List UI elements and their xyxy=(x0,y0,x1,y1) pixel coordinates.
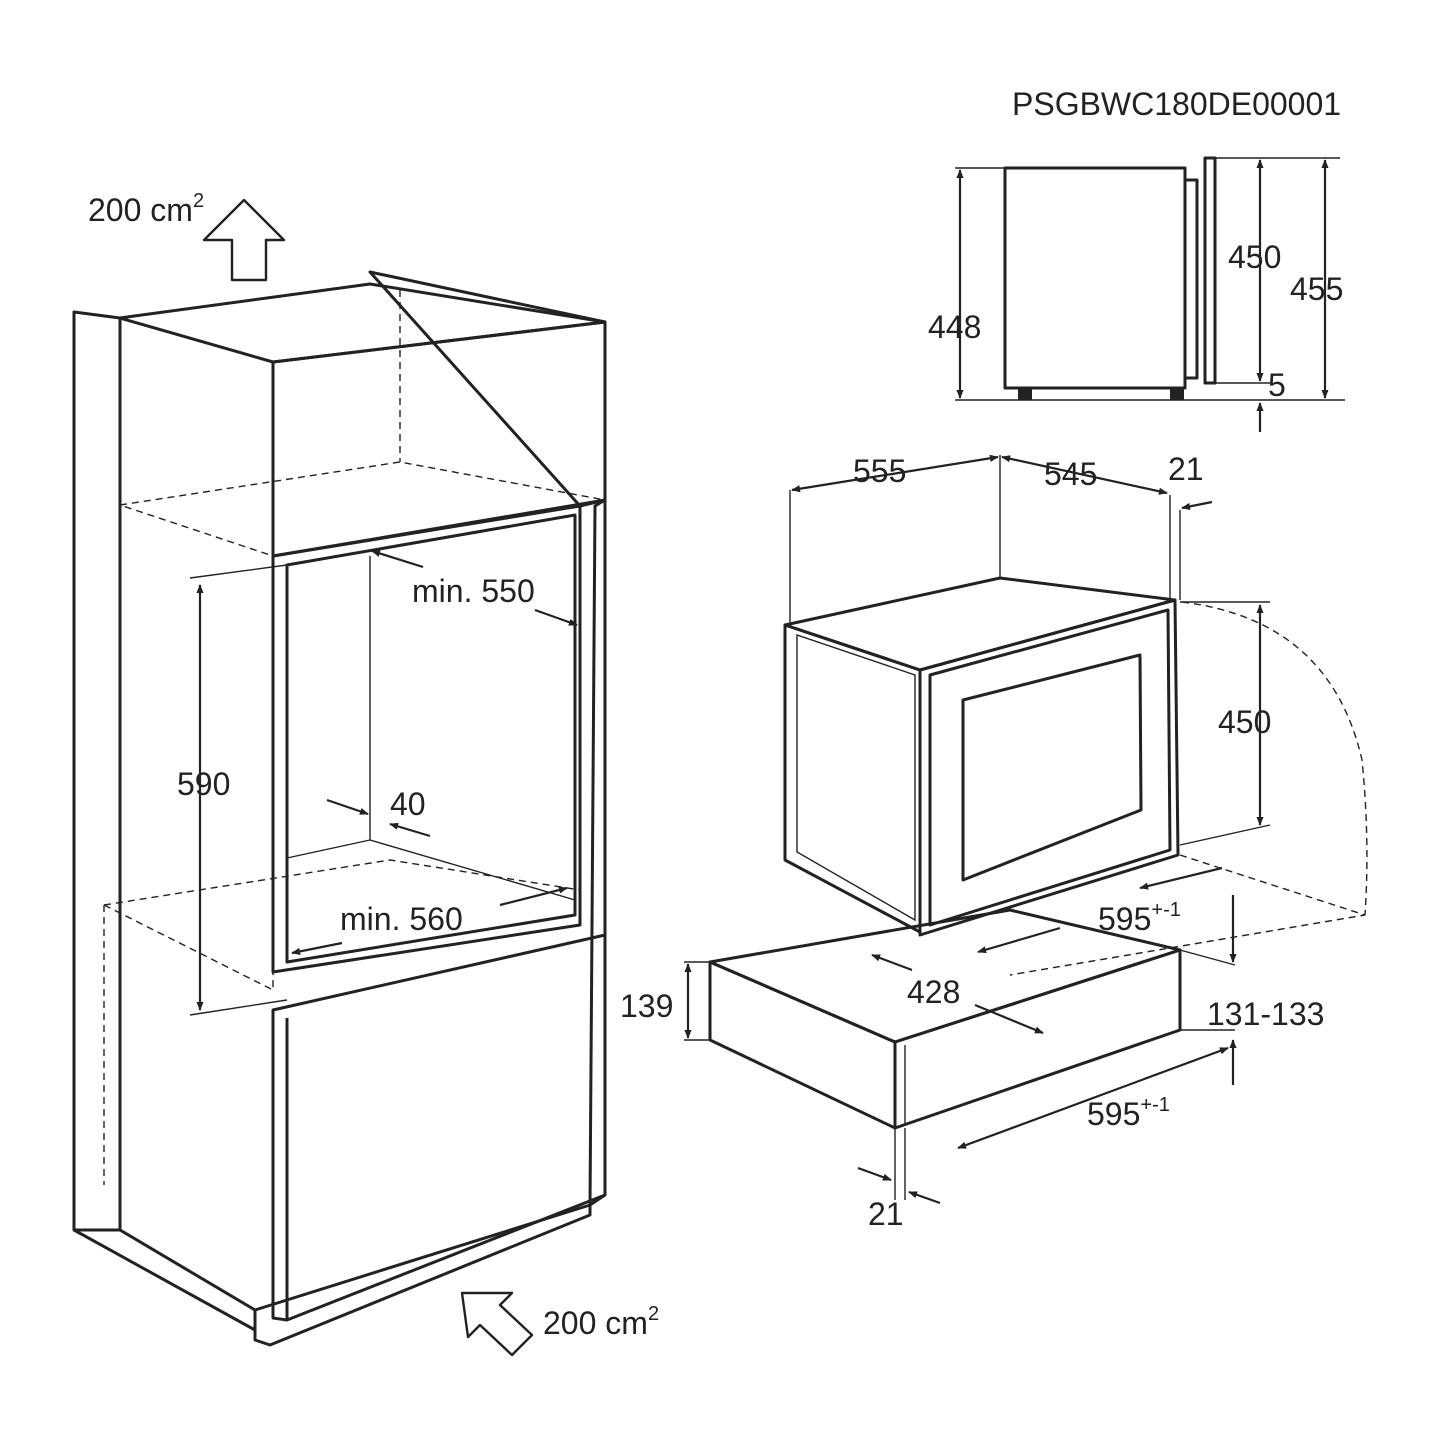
side-feet-label: 5 xyxy=(1268,367,1286,403)
airflow-up-arrow-icon xyxy=(202,198,286,282)
appliance-side xyxy=(783,623,922,934)
appliance-window xyxy=(961,653,1143,882)
drawer-drawing xyxy=(684,908,1236,1200)
cabinet-upper-front xyxy=(271,320,607,558)
airflow-top-label: 200 cm2 xyxy=(88,190,204,228)
appliance-drawing xyxy=(783,455,1368,976)
drawer-side xyxy=(708,960,897,1130)
airflow-bottom-label: 200 cm2 xyxy=(543,1303,659,1341)
side-view-body xyxy=(1003,166,1187,390)
side-total-height-label: 455 xyxy=(1290,271,1343,307)
airflow-in-arrow-icon xyxy=(460,1291,534,1357)
cabinet-width-min-label: min. 560 xyxy=(340,901,463,937)
side-front-height-label: 450 xyxy=(1228,239,1281,275)
side-view-foot-left xyxy=(1018,388,1032,400)
appliance-front-width-label: 595+-1 xyxy=(1098,899,1181,937)
drawer-height-label: 139 xyxy=(620,988,673,1024)
drawer-niche-height-label: 131-133 xyxy=(1207,996,1324,1032)
side-body-height-label: 448 xyxy=(928,309,981,345)
cabinet-drawing xyxy=(72,270,607,1347)
side-view-foot-right xyxy=(1170,388,1184,400)
cabinet-rear-panel-top xyxy=(368,270,607,508)
cabinet-left-side xyxy=(72,310,122,1232)
niche-opening xyxy=(271,504,582,974)
cabinet-depth-min-label: min. 550 xyxy=(412,573,535,609)
cabinet-gap-label: 40 xyxy=(390,786,426,822)
appliance-niche-width-label: 428 xyxy=(907,974,960,1010)
drawer-width-label: 595+-1 xyxy=(1087,1094,1170,1132)
side-view-drawing xyxy=(955,156,1345,401)
depth-555-arrow xyxy=(791,454,999,493)
appliance-front xyxy=(918,598,1180,937)
model-code: PSGBWC180DE00001 xyxy=(1012,86,1341,122)
appliance-depth-label: 555 xyxy=(853,453,906,489)
cabinet-right-side xyxy=(588,498,607,1207)
appliance-body-depth-label: 545 xyxy=(1044,456,1097,492)
drawer-front-thickness-label: 21 xyxy=(868,1196,904,1232)
niche-inner xyxy=(285,513,577,964)
appliance-front-height-label: 450 xyxy=(1218,704,1271,740)
appliance-front-thickness-label: 21 xyxy=(1168,451,1204,487)
side-view-front xyxy=(1203,156,1217,385)
cabinet-height-label: 590 xyxy=(177,766,230,802)
cabinet-lower-front xyxy=(271,933,607,1322)
